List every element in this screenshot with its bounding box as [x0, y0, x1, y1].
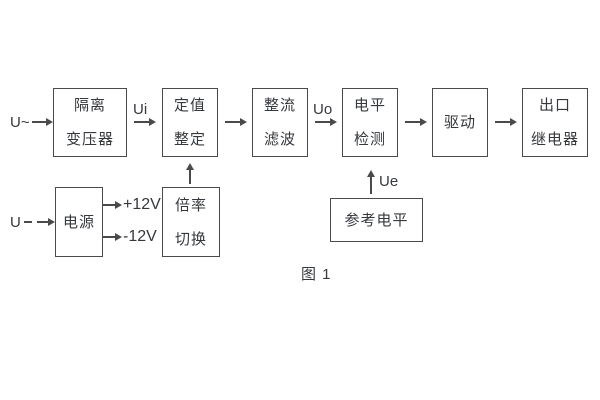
- ratio-to-setting-arrow-shaft: [189, 170, 191, 184]
- block-label: 电源: [62, 213, 95, 231]
- block-driver: 驱动: [432, 88, 488, 157]
- block-label: 整定: [173, 131, 206, 148]
- dc-input-dash: [24, 221, 32, 223]
- driver-to-relay-arrow-shaft: [495, 121, 510, 123]
- uo-signal-label: Uo: [313, 101, 333, 118]
- block-label: 检测: [353, 131, 386, 148]
- rectifier-to-level-arrow-head: [330, 118, 337, 126]
- power-minus12-arrow-head: [115, 233, 122, 241]
- dc-input-arrow-shaft: [37, 221, 48, 223]
- setting-to-rectifier-arrow-head: [240, 118, 247, 126]
- block-label: 定值: [173, 97, 206, 114]
- block-label: 切换: [174, 230, 207, 248]
- block-level-detection: 电平 检测: [342, 88, 398, 157]
- block-label: 电平: [353, 97, 386, 114]
- block-label: 整流: [263, 97, 296, 114]
- block-ratio-switch: 倍率 切换: [162, 187, 220, 257]
- ue-signal-label: Ue: [379, 173, 399, 190]
- block-output-relay: 出口 继电器: [522, 88, 588, 157]
- driver-to-relay-arrow-head: [510, 118, 517, 126]
- power-minus12-arrow-shaft: [103, 236, 115, 238]
- figure-caption: 图 1: [301, 266, 332, 283]
- block-label: 滤波: [263, 131, 296, 148]
- block-label: 隔离: [73, 97, 106, 114]
- reference-to-level-arrow-shaft: [370, 177, 372, 194]
- power-plus12-arrow-shaft: [103, 204, 115, 206]
- block-rectifier-filter: 整流 滤波: [252, 88, 308, 157]
- level-to-driver-arrow-head: [420, 118, 427, 126]
- ratio-to-setting-arrow-head: [186, 163, 194, 170]
- dc-input-arrow-head: [48, 218, 55, 226]
- isolation-to-setting-arrow-head: [149, 118, 156, 126]
- rectifier-to-level-arrow-shaft: [315, 121, 330, 123]
- ac-input-label: U~: [10, 114, 30, 131]
- isolation-to-setting-arrow-shaft: [134, 121, 149, 123]
- dc-input-label: U: [10, 214, 21, 231]
- block-label: 参考电平: [344, 211, 409, 229]
- ac-input-arrow-shaft: [32, 121, 46, 123]
- reference-to-level-arrow-head: [367, 170, 375, 177]
- block-reference-level: 参考电平: [330, 198, 423, 242]
- block-power-supply: 电源: [55, 187, 103, 257]
- block-label: 继电器: [530, 131, 579, 148]
- block-isolation-transformer: 隔离 变压器: [53, 88, 127, 157]
- minus-12v-label: -12V: [123, 228, 157, 245]
- level-to-driver-arrow-shaft: [405, 121, 420, 123]
- ac-input-arrow-head: [46, 118, 53, 126]
- block-label: 驱动: [443, 114, 476, 131]
- block-label: 出口: [538, 97, 571, 114]
- setting-to-rectifier-arrow-shaft: [225, 121, 240, 123]
- block-label: 倍率: [174, 196, 207, 214]
- plus-12v-label: +12V: [123, 196, 161, 213]
- ui-signal-label: Ui: [133, 101, 148, 118]
- block-label: 变压器: [65, 131, 114, 148]
- block-value-setting: 定值 整定: [162, 88, 218, 157]
- power-plus12-arrow-head: [115, 201, 122, 209]
